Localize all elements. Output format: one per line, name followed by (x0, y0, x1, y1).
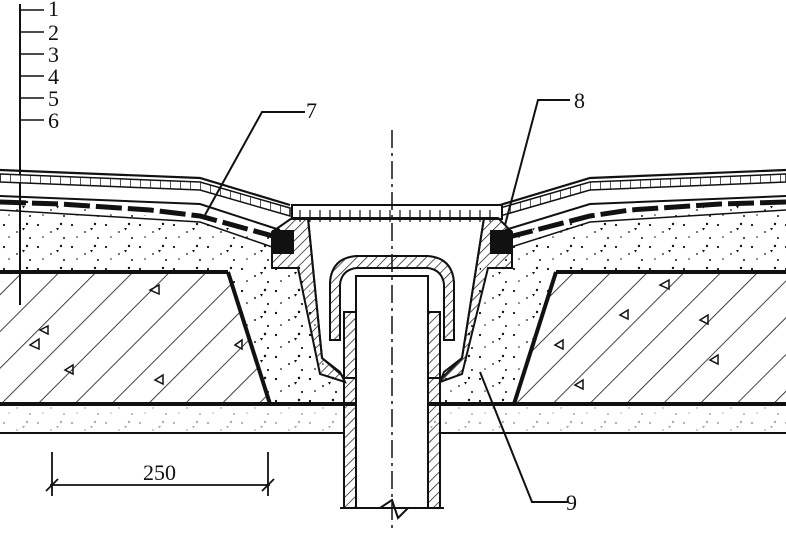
drain-funnel (271, 204, 513, 384)
layer-label-2: 2 (48, 20, 59, 45)
callout-label-7: 7 (306, 98, 317, 123)
structural-block-right (512, 270, 786, 405)
layer-label-6: 6 (48, 108, 59, 133)
layer-label-5: 5 (48, 86, 59, 111)
dimension-line (45, 452, 275, 496)
structural-block-left (0, 270, 272, 405)
roof-layers-left (0, 168, 294, 254)
layer-label-4: 4 (48, 64, 59, 89)
concrete-fill (0, 196, 786, 404)
callout-leaders (204, 99, 570, 503)
layer-label-1: 1 (48, 0, 59, 21)
layer-label-3: 3 (48, 42, 59, 67)
callout-label-8: 8 (574, 88, 585, 113)
callout-label-9: 9 (566, 490, 577, 515)
strainer-dome (329, 255, 455, 341)
dimension-value: 250 (143, 460, 176, 485)
